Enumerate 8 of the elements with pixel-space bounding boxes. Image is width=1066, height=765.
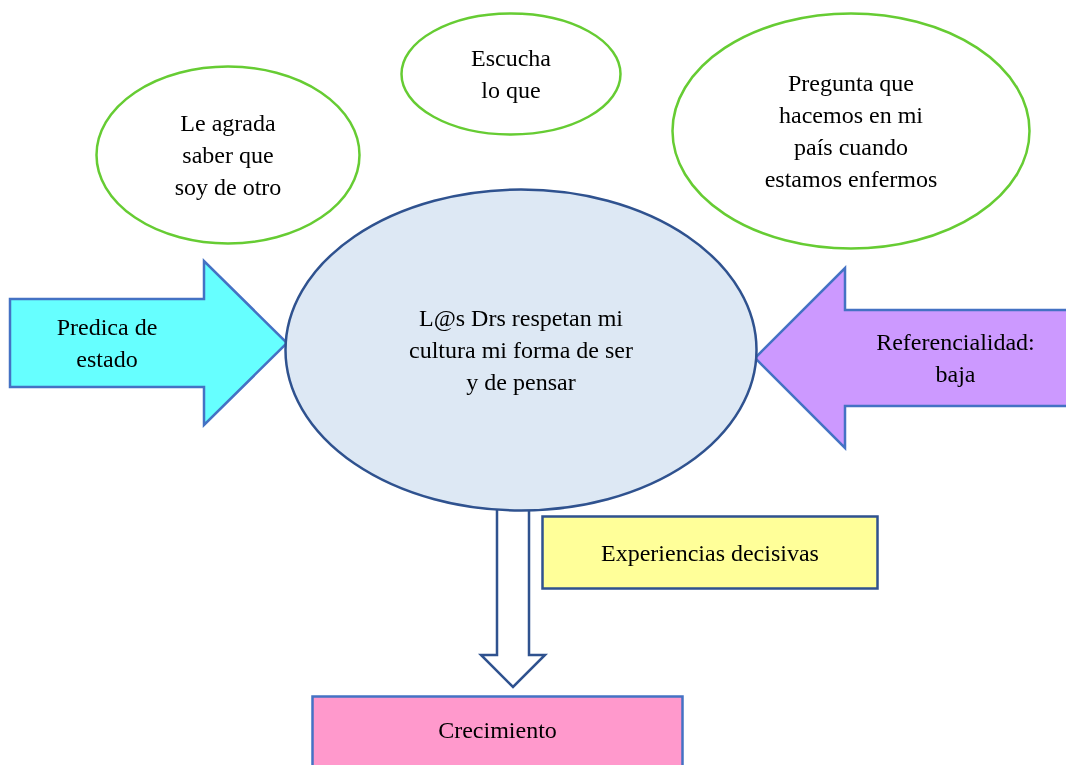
node-text: Crecimiento: [438, 716, 557, 745]
node-text: Pregunta que hacemos en mi país cuando estamos enfermos: [763, 69, 939, 194]
node-text: Le agrada saber que soy de otro: [173, 109, 283, 202]
node-text: L@s Drs respetan mi cultura mi forma de ser y de pensar: [408, 304, 634, 397]
edge-label: Referencialidad: baja: [875, 328, 1036, 389]
node-text: Experiencias decisivas: [601, 538, 819, 568]
edge-label: Predica de estado: [55, 313, 159, 374]
node-text: Escucha lo que: [470, 44, 552, 105]
